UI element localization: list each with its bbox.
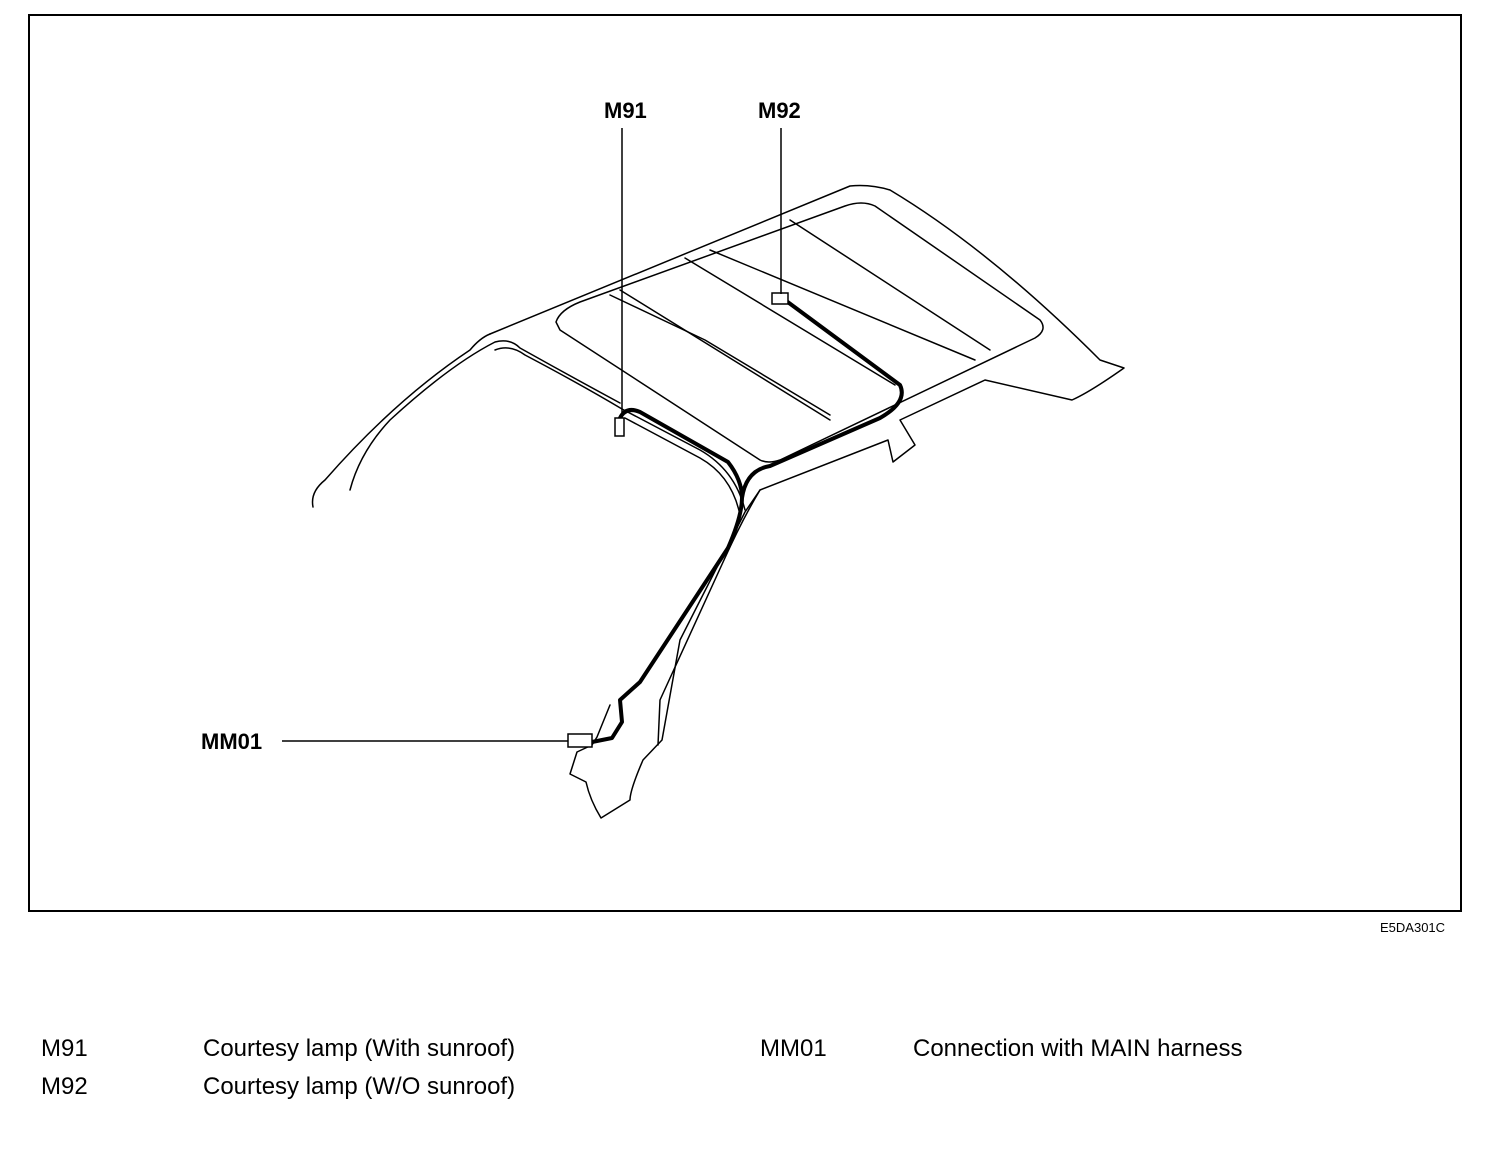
- roof-outline: [489, 184, 1125, 819]
- pillar-inner-edge: [657, 489, 761, 746]
- roof-rib-2: [684, 257, 896, 386]
- wire-harness: [590, 298, 904, 744]
- connector-m92: [771, 292, 789, 305]
- callout-m91: M91: [604, 98, 647, 123]
- sunroof-frame: [555, 202, 1044, 463]
- connector-mm01: [567, 733, 593, 748]
- front-pillar-inner-2: [494, 347, 623, 410]
- legend-code-mm01: MM01: [760, 1035, 827, 1062]
- roof-rib-3: [709, 249, 976, 361]
- roof-rib-1: [619, 289, 831, 421]
- legend-code-m92: M92: [41, 1073, 88, 1100]
- legend-desc-mm01: Connection with MAIN harness: [913, 1035, 1243, 1062]
- callout-mm01: MM01: [201, 729, 263, 754]
- diagram-frame: [28, 14, 1462, 912]
- callout-m92: M92: [758, 98, 801, 123]
- connector-m91: [614, 417, 625, 437]
- roof-rib-4: [789, 219, 991, 351]
- figure-code: E5DA301C: [1380, 920, 1446, 935]
- side-rail-inner: [624, 417, 741, 516]
- legend-desc-m92: Courtesy lamp (W/O sunroof): [203, 1073, 516, 1100]
- legend-desc-m91: Courtesy lamp (With sunroof): [203, 1035, 516, 1062]
- front-pillar-inner: [349, 340, 621, 491]
- legend-code-m91: M91: [41, 1035, 88, 1062]
- roof-rib-5: [609, 294, 831, 416]
- front-pillar-outer: [311, 333, 491, 508]
